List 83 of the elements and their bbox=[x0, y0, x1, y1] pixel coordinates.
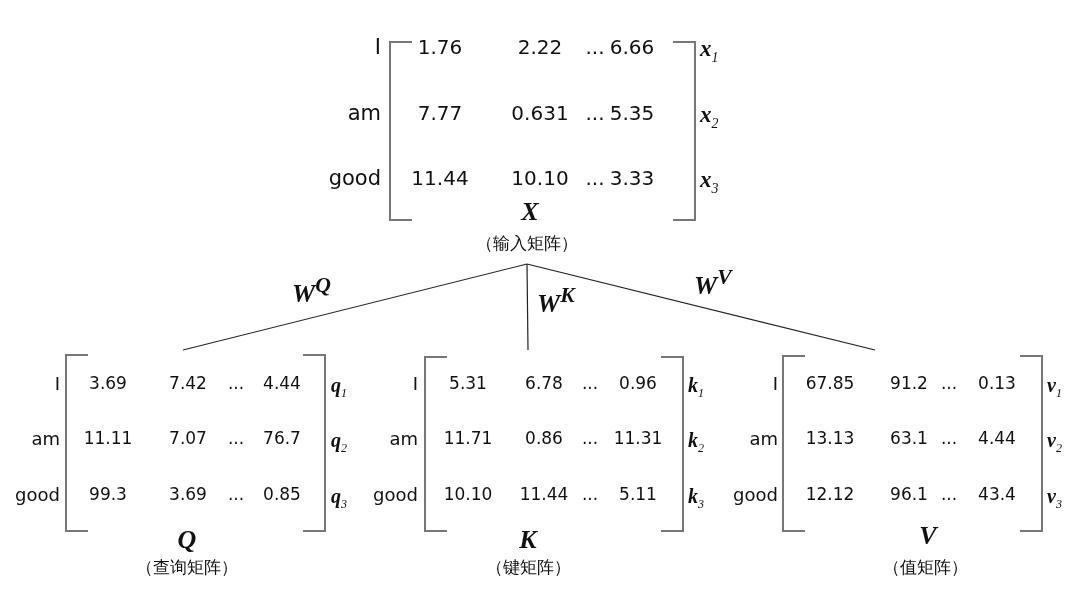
matrix-entry: ... bbox=[940, 429, 958, 447]
matrix-entry: 2.22 bbox=[517, 37, 563, 57]
matrix-entry: 7.07 bbox=[169, 429, 207, 447]
matrix-entry: 96.1 bbox=[890, 485, 928, 503]
matrix-entry: 11.11 bbox=[83, 429, 133, 447]
row-vector-label: x$_{2}$ bbox=[700, 103, 719, 131]
matrix-caption: （键矩阵） bbox=[485, 559, 571, 576]
matrix-caption: （值矩阵） bbox=[882, 559, 968, 576]
matrix-entry: 5.35 bbox=[609, 103, 655, 123]
matrix-entry: 11.44 bbox=[411, 168, 469, 188]
matrix-entry: 3.33 bbox=[609, 168, 655, 188]
row-vector-label: x$_{3}$ bbox=[700, 168, 719, 196]
matrix-entry: 0.13 bbox=[978, 374, 1016, 392]
row-label: I bbox=[54, 374, 60, 393]
matrix-entry: 5.31 bbox=[449, 374, 487, 392]
connector-line bbox=[526, 263, 529, 351]
matrix-entry: ... bbox=[585, 37, 605, 57]
row-label: I bbox=[374, 37, 381, 58]
row-vector-label: q$_{2}$ bbox=[331, 429, 347, 454]
row-label: good bbox=[373, 485, 418, 504]
matrix-entry: 4.44 bbox=[978, 429, 1016, 447]
row-label: good bbox=[328, 168, 381, 189]
matrix-entry: 0.631 bbox=[511, 103, 569, 123]
row-vector-label: q$_{1}$ bbox=[331, 374, 347, 399]
matrix-entry: 67.85 bbox=[805, 374, 855, 392]
matrix-entry: ... bbox=[581, 374, 599, 392]
matrix-caption: （查询矩阵） bbox=[136, 559, 238, 576]
matrix-entry: 3.69 bbox=[89, 374, 127, 392]
matrix-entry: 11.31 bbox=[613, 429, 663, 447]
connector-line bbox=[182, 263, 528, 351]
row-label: good bbox=[733, 485, 778, 504]
matrix-symbol: Q bbox=[177, 527, 197, 553]
row-label: I bbox=[772, 374, 778, 393]
matrix-entry: 1.76 bbox=[417, 37, 463, 57]
row-vector-label: k$_{1}$ bbox=[688, 374, 704, 399]
matrix-entry: 43.4 bbox=[978, 485, 1016, 503]
row-vector-label: x$_{1}$ bbox=[700, 37, 719, 65]
matrix-entry: ... bbox=[581, 485, 599, 503]
matrix-entry: 63.1 bbox=[890, 429, 928, 447]
matrix-entry: ... bbox=[227, 485, 245, 503]
matrix-entry: 0.86 bbox=[525, 429, 563, 447]
matrix-entry: 3.69 bbox=[169, 485, 207, 503]
matrix-entry: ... bbox=[940, 374, 958, 392]
matrix-entry: 13.13 bbox=[805, 429, 855, 447]
matrix-entry: 7.42 bbox=[169, 374, 207, 392]
row-label: am bbox=[749, 429, 778, 448]
matrix-entry: 10.10 bbox=[443, 485, 493, 503]
row-label: am bbox=[31, 429, 60, 448]
matrix-entry: 12.12 bbox=[805, 485, 855, 503]
matrix-entry: ... bbox=[227, 374, 245, 392]
matrix-entry: 91.2 bbox=[890, 374, 928, 392]
matrix-symbol: X bbox=[521, 199, 539, 225]
matrix-symbol: K bbox=[519, 527, 537, 553]
matrix-entry: 4.44 bbox=[263, 374, 301, 392]
matrix-entry: 0.96 bbox=[619, 374, 657, 392]
matrix-caption: （输入矩阵） bbox=[476, 235, 578, 252]
matrix-entry: 99.3 bbox=[89, 485, 127, 503]
row-vector-label: v$_{1}$ bbox=[1047, 374, 1062, 399]
matrix-entry: ... bbox=[581, 429, 599, 447]
row-label: good bbox=[15, 485, 60, 504]
matrix-entry: 76.7 bbox=[263, 429, 301, 447]
row-label: am bbox=[389, 429, 418, 448]
matrix-entry: 5.11 bbox=[619, 485, 657, 503]
row-vector-label: q$_{3}$ bbox=[331, 485, 347, 510]
matrix-entry: ... bbox=[585, 103, 605, 123]
row-vector-label: v$_{2}$ bbox=[1047, 429, 1062, 454]
row-vector-label: v$_{3}$ bbox=[1047, 485, 1062, 510]
matrix-entry: 11.71 bbox=[443, 429, 493, 447]
matrix-entry: 11.44 bbox=[519, 485, 569, 503]
matrix-entry: 10.10 bbox=[511, 168, 569, 188]
matrix-entry: 7.77 bbox=[417, 103, 463, 123]
row-label: am bbox=[347, 103, 381, 124]
row-label: I bbox=[412, 374, 418, 393]
connector-line bbox=[526, 263, 876, 351]
matrix-entry: ... bbox=[585, 168, 605, 188]
row-vector-label: k$_{3}$ bbox=[688, 485, 704, 510]
matrix-entry: 6.78 bbox=[525, 374, 563, 392]
matrix-symbol: V bbox=[919, 523, 937, 549]
matrix-entry: 6.66 bbox=[609, 37, 655, 57]
matrix-entry: ... bbox=[940, 485, 958, 503]
matrix-entry: ... bbox=[227, 429, 245, 447]
matrix-entry: 0.85 bbox=[263, 485, 301, 503]
row-vector-label: k$_{2}$ bbox=[688, 429, 704, 454]
